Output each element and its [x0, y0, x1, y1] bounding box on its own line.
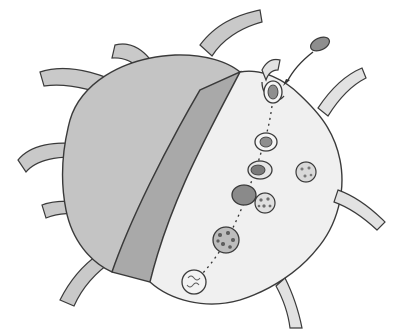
process-bottom-right	[276, 278, 302, 328]
process-top-right-back	[200, 10, 262, 56]
residual-body	[182, 270, 206, 294]
extracellular-particle	[308, 34, 331, 53]
primary-lysosome	[296, 162, 316, 182]
early-endosome-cargo	[260, 137, 272, 147]
entry-arrow	[287, 52, 313, 82]
process-right	[334, 190, 385, 230]
fusing-lysosome	[255, 193, 275, 213]
process-right-top	[318, 68, 366, 116]
forming-vesicle-cargo	[268, 85, 278, 99]
late-endosome	[232, 185, 256, 205]
sorting-endosome-cargo	[251, 165, 265, 175]
